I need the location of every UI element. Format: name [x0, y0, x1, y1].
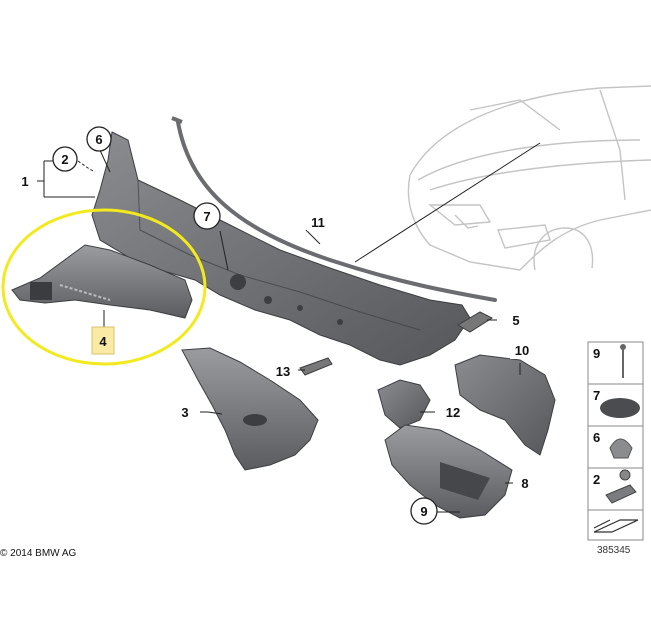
- car-outline-drawing: [407, 85, 651, 271]
- callout-10-label: 10: [515, 343, 529, 358]
- callout-3[interactable]: 3: [176, 403, 194, 421]
- callout-4[interactable]: 4: [91, 326, 115, 355]
- callout-10[interactable]: 10: [510, 341, 534, 359]
- callout-2[interactable]: 2: [52, 146, 78, 172]
- callout-1-label: 1: [21, 174, 28, 189]
- callout-5-label: 5: [512, 313, 519, 328]
- callout-8[interactable]: 8: [516, 474, 534, 492]
- small-cover-part: [377, 379, 431, 429]
- callout-11-label: 11: [311, 215, 325, 230]
- callout-13[interactable]: 13: [270, 362, 296, 380]
- callout-1[interactable]: 1: [13, 172, 37, 190]
- svg-text:6: 6: [593, 430, 600, 445]
- svg-text:2: 2: [593, 472, 600, 487]
- legend-panel: 9 7 6 2: [587, 341, 644, 541]
- callout-3-label: 3: [181, 405, 188, 420]
- callout-4-label: 4: [99, 334, 107, 349]
- callout-11[interactable]: 11: [307, 213, 329, 231]
- callout-8-label: 8: [521, 476, 528, 491]
- highlight-ellipse: [1, 208, 207, 366]
- callout-6[interactable]: 6: [86, 126, 112, 152]
- diagram-code: 385345: [597, 545, 631, 556]
- callout-7-label: 7: [203, 209, 210, 224]
- clip-part: [457, 311, 494, 333]
- scale-arrow-icon: [593, 519, 639, 533]
- cowl-hole: [230, 274, 246, 290]
- callout-5[interactable]: 5: [507, 311, 525, 329]
- callout-9[interactable]: 9: [410, 497, 438, 525]
- callout-13-label: 13: [276, 364, 290, 379]
- copyright-text: © 2014 BMW AG: [0, 548, 77, 559]
- lower-triangle-panel-part: [181, 347, 319, 471]
- callout-6-label: 6: [95, 132, 102, 147]
- bracket-part: [299, 357, 333, 376]
- callout-7[interactable]: 7: [193, 202, 221, 230]
- legend-item-6[interactable]: 6: [593, 430, 633, 459]
- left-side-panel-part: [11, 244, 193, 319]
- legend-item-7[interactable]: 7: [593, 388, 640, 418]
- leader-line-car: [354, 142, 541, 263]
- windshield-seal-strip: [176, 120, 497, 302]
- leader-lines: [37, 147, 521, 513]
- callout-2-label: 2: [61, 152, 68, 167]
- callout-12-label: 12: [446, 405, 460, 420]
- svg-text:7: 7: [593, 388, 600, 403]
- callout-12[interactable]: 12: [441, 403, 465, 421]
- svg-text:9: 9: [593, 346, 600, 361]
- cowl-panel-part: [91, 131, 471, 366]
- right-cover-part: [454, 354, 556, 456]
- legend-item-9[interactable]: 9: [593, 344, 626, 378]
- legend-item-2[interactable]: 2: [593, 469, 637, 504]
- callout-9-label: 9: [420, 504, 427, 519]
